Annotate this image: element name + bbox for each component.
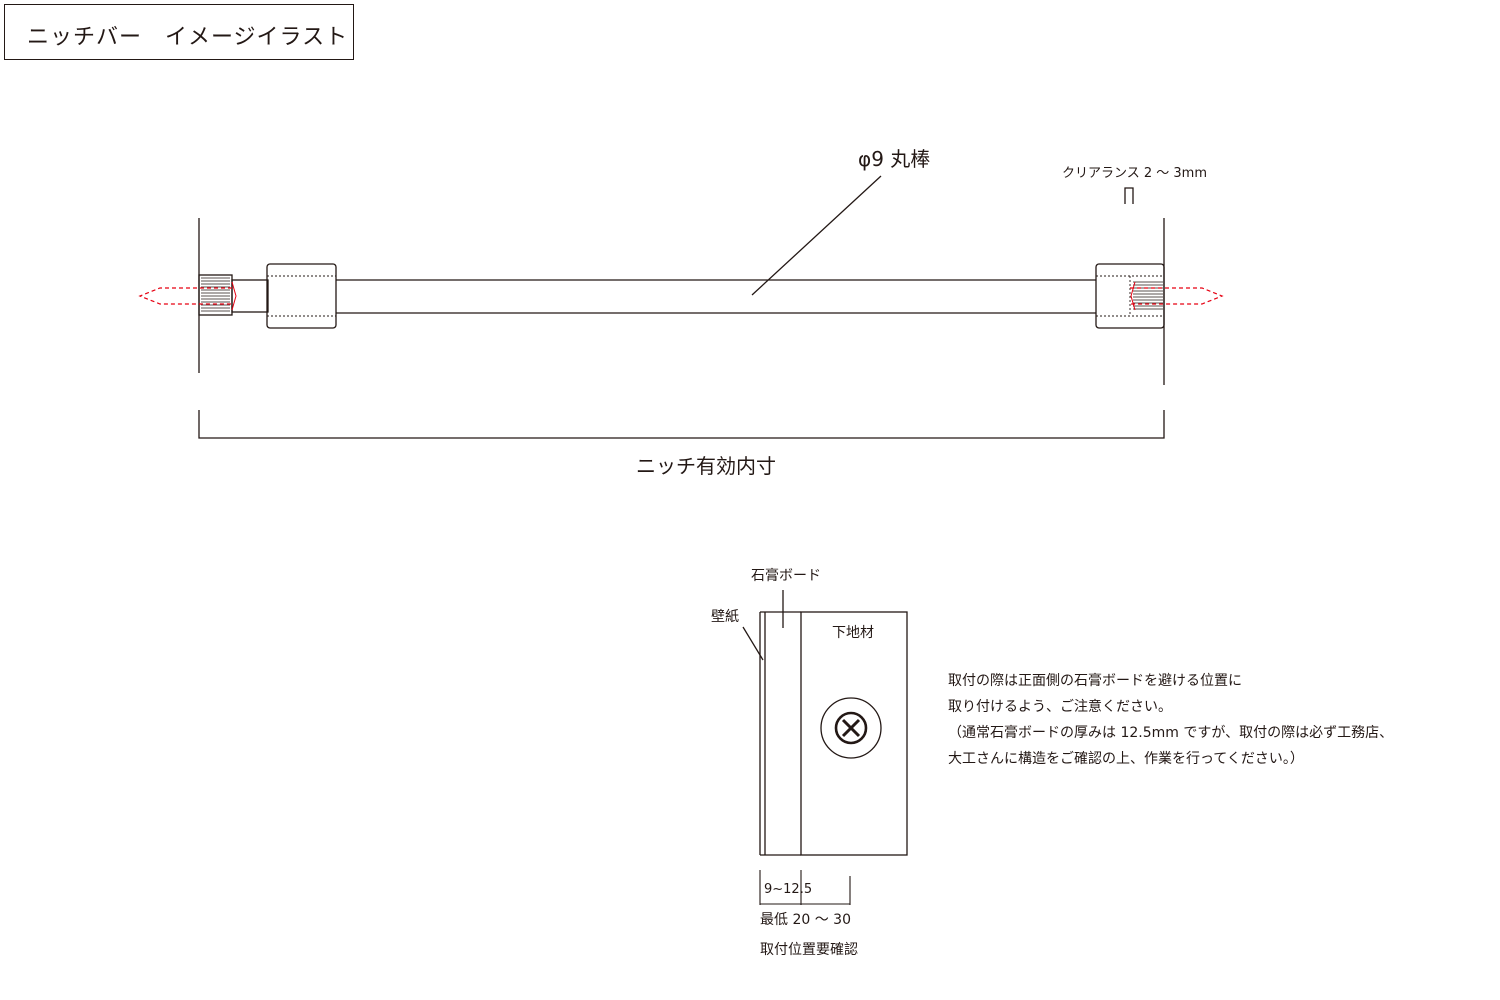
- check-position-label: 取付位置要確認: [760, 942, 858, 958]
- left-end-cap: [266, 263, 337, 329]
- substrate-block: [800, 611, 908, 856]
- note-line: （通常石膏ボードの厚みは 12.5mm ですが、取付の際は必ず工務店、: [948, 725, 1394, 741]
- clearance-label: クリアランス 2 ～ 3mm: [1062, 166, 1208, 181]
- left-thread-lines: [201, 277, 230, 312]
- note-line: 取り付けるよう、ご注意ください。: [948, 699, 1172, 715]
- right-screw-tip: [1130, 281, 1136, 311]
- left-adjuster-nut: [231, 279, 269, 313]
- niche-dimension-bracket: [198, 410, 1165, 439]
- screw-head-outer: [820, 697, 882, 759]
- right-screw-outline: [1130, 287, 1224, 305]
- diagram-title: ニッチバー イメージイラスト: [27, 25, 349, 50]
- screw-head-inner: [834, 711, 868, 745]
- clearance-marker: [1124, 187, 1134, 204]
- right-thread-lines: [1133, 281, 1163, 310]
- wallpaper-label: 壁紙: [711, 609, 739, 625]
- board-thickness-label: 9~12.5: [764, 882, 813, 897]
- wallpaper-leader: [742, 626, 764, 661]
- left-screw-outline: [138, 287, 232, 305]
- title-box: ニッチバー イメージイラスト: [4, 4, 354, 60]
- note-line: 取付の際は正面側の石膏ボードを避ける位置に: [948, 673, 1242, 689]
- rod-label: φ9 丸棒: [858, 147, 931, 171]
- substrate-label: 下地材: [832, 625, 874, 641]
- min-depth-label: 最低 20 ～ 30: [760, 912, 851, 928]
- rod-leader-line: [751, 175, 882, 296]
- note-line: 大工さんに構造をご確認の上、作業を行ってください。）: [948, 751, 1304, 767]
- niche-dimension-label: ニッチ有効内寸: [636, 454, 776, 478]
- board-thickness-dimension: [759, 870, 851, 905]
- installation-note: 取付の際は正面側の石膏ボードを避ける位置に 取り付けるよう、ご注意ください。 （…: [948, 668, 1393, 772]
- left-screw-tip: [231, 281, 237, 311]
- gypsum-board-label: 石膏ボード: [751, 568, 821, 584]
- right-end-cap: [1095, 263, 1165, 329]
